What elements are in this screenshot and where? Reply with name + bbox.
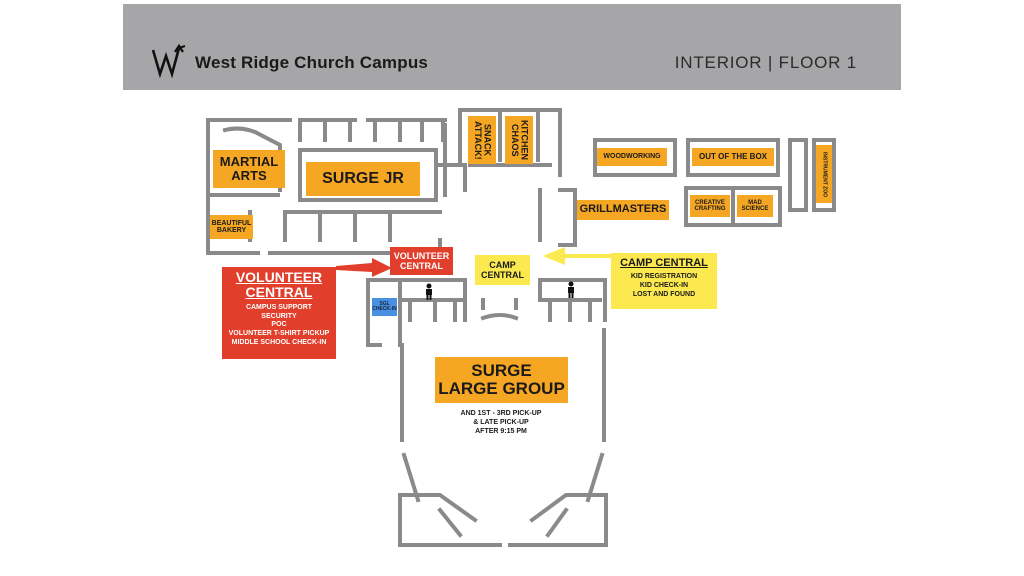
campus-title: West Ridge Church Campus — [195, 53, 429, 72]
arrow-right-icon — [336, 258, 392, 277]
surge-jr-room: SURGE JR — [306, 162, 420, 196]
person-icon — [566, 281, 576, 304]
martial-arts-room: MARTIAL ARTS — [213, 150, 285, 188]
camp-item: KID CHECK-IN — [639, 281, 689, 289]
person-icon — [424, 283, 434, 306]
snack-attack-room: SNACK ATTACK! — [468, 116, 496, 164]
sgl-checkin-room: SGL CHECK-IN — [372, 298, 397, 316]
surge-large-group-note: AND 1ST - 3RD PICK-UP & LATE PICK-UP AFT… — [425, 410, 577, 436]
header-bar: West Ridge Church Campus INTERIOR | FLOO… — [123, 4, 901, 90]
volunteer-callout-title-1: VOLUNTEER — [235, 269, 323, 285]
camp-central-room: CAMP CENTRAL — [475, 255, 530, 285]
note-line: AFTER 9:15 PM — [475, 427, 527, 435]
note-line: & LATE PICK-UP — [473, 418, 529, 426]
volunteer-central-room: VOLUNTEER CENTRAL — [390, 247, 453, 275]
volunteer-callout-title-2: CENTRAL — [245, 284, 313, 301]
volunteer-item: VOLUNTEER T-SHIRT PICKUP — [228, 330, 330, 338]
camp-central-callout: CAMP CENTRAL KID REGISTRATION KID CHECK-… — [611, 253, 717, 309]
kitchen-chaos-room: KITCHEN CHAOS — [505, 116, 533, 164]
camp-callout-title: CAMP CENTRAL — [620, 257, 708, 269]
floor-label: INTERIOR | FLOOR 1 — [674, 53, 857, 72]
arrow-left-icon — [543, 247, 613, 265]
creative-crafting-room: CREATIVE CRAFTING — [690, 195, 730, 217]
note-line: AND 1ST - 3RD PICK-UP — [460, 410, 542, 417]
grillmasters-room: GRILLMASTERS — [577, 200, 669, 220]
camp-item: LOST AND FOUND — [632, 290, 696, 298]
instrument-zoo-room: INSTRUMENT ZOO — [816, 145, 832, 203]
volunteer-item: SECURITY — [261, 312, 297, 320]
volunteer-item: CAMPUS SUPPORT — [245, 303, 313, 311]
surge-large-group-title-2: LARGE GROUP — [438, 379, 565, 398]
west-ridge-logo-icon — [151, 43, 189, 83]
beautiful-bakery-room: BEAUTIFUL BAKERY — [210, 215, 253, 239]
out-of-the-box-room: OUT OF THE BOX — [692, 148, 774, 166]
surge-large-group-room: SURGE LARGE GROUP — [435, 357, 568, 403]
volunteer-item: MIDDLE SCHOOL CHECK-IN — [231, 338, 327, 346]
woodworking-room: WOODWORKING — [597, 148, 667, 166]
surge-large-group-title-1: SURGE — [471, 361, 532, 381]
mad-science-room: MAD SCIENCE — [737, 195, 773, 217]
volunteer-item: POC — [271, 321, 287, 329]
volunteer-central-callout: VOLUNTEER CENTRAL CAMPUS SUPPORT SECURIT… — [222, 267, 336, 359]
camp-item: KID REGISTRATION — [630, 273, 698, 280]
